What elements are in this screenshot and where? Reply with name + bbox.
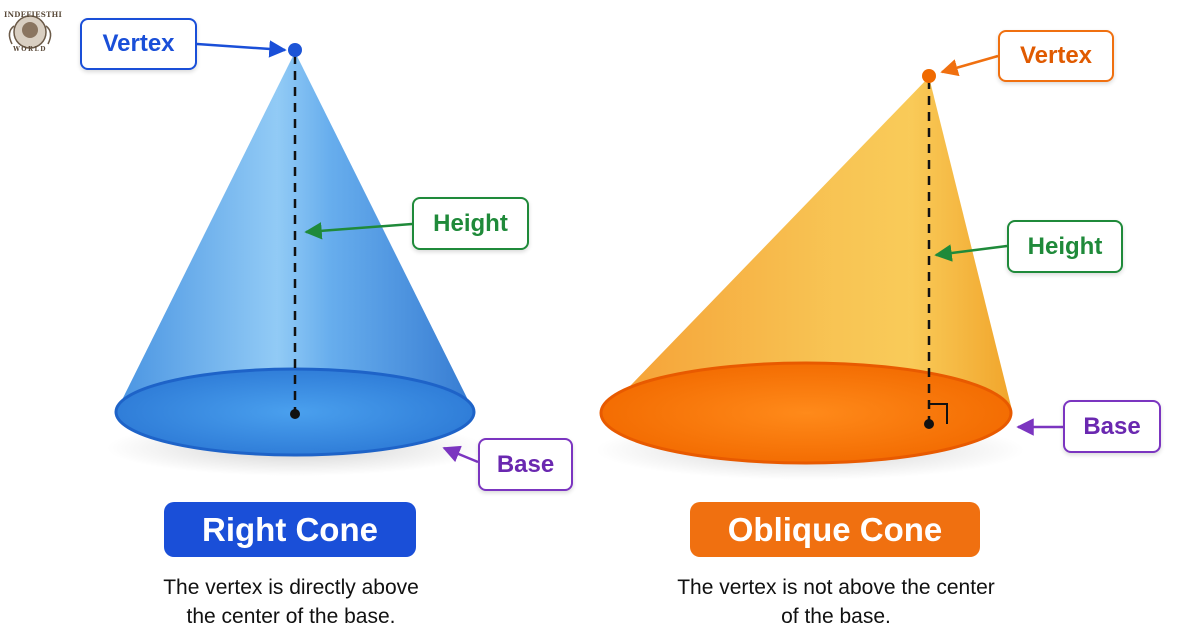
oblique-vertex-arrow	[940, 54, 999, 77]
oblique-cone-caption-line2: of the base.	[781, 605, 891, 628]
logo-bottom-text: WORLD	[13, 46, 47, 53]
right-cone-caption: The vertex is directly above the center …	[81, 573, 501, 631]
right-cone-caption-line2: the center of the base.	[186, 605, 396, 628]
right-cone-title: Right Cone	[164, 502, 416, 557]
oblique-cone-base	[599, 361, 1013, 465]
oblique-cone-caption-line1: The vertex is not above the center	[677, 576, 995, 599]
right-vertex-label: Vertex	[80, 18, 197, 70]
logo-top-text: INDEFIESTHI	[4, 10, 63, 19]
oblique-cone-title: Oblique Cone	[690, 502, 980, 557]
right-height-arrow	[304, 222, 413, 240]
oblique-height-label: Height	[1007, 220, 1123, 273]
right-vertex-arrow	[196, 40, 287, 58]
oblique-cone-foot-point	[924, 419, 934, 429]
oblique-base-label: Base	[1063, 400, 1161, 453]
right-base-label: Base	[478, 438, 573, 491]
right-cone-caption-line1: The vertex is directly above	[163, 576, 419, 599]
right-base-arrow	[442, 445, 479, 464]
logo-emblem	[8, 15, 52, 49]
right-cone-vertex-point	[288, 43, 302, 57]
oblique-cone-surface	[602, 77, 1013, 463]
right-cone	[106, 40, 486, 476]
logo: INDEFIESTHI WORLD	[4, 2, 63, 62]
right-cone-base-center	[290, 409, 300, 419]
oblique-vertex-label: Vertex	[998, 30, 1114, 82]
right-height-label: Height	[412, 197, 529, 250]
oblique-cone-vertex-point	[922, 69, 936, 83]
oblique-height-arrow	[934, 244, 1008, 262]
oblique-cone-caption: The vertex is not above the center of th…	[626, 573, 1046, 631]
oblique-cone	[595, 54, 1063, 480]
right-angle-marker	[929, 403, 948, 424]
